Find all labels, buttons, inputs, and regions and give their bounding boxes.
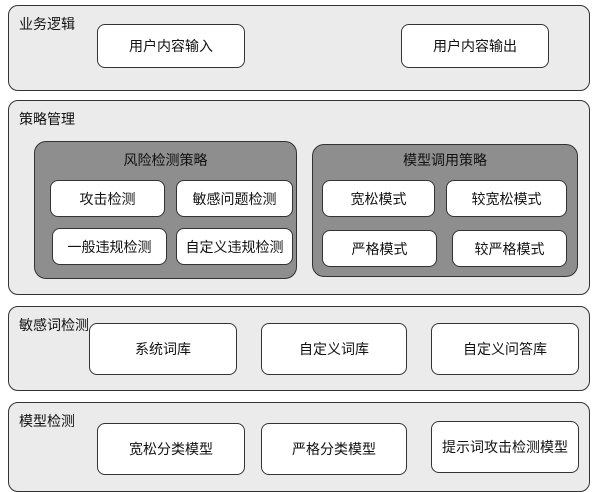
layer-title: 策略管理 [19, 112, 75, 128]
fairly-loose-mode: 较宽松模式 [446, 180, 567, 217]
model-invocation-strategy-group: 模型调用策略 宽松模式 较宽松模式 严格模式 较严格模式 [312, 144, 578, 277]
fairly-strict-mode: 较严格模式 [452, 230, 567, 267]
business-logic-layer: 业务逻辑 用户内容输入 用户内容输出 [8, 5, 590, 91]
attack-detection: 攻击检测 [50, 180, 165, 217]
risk-detection-strategy-group: 风险检测策略 攻击检测 敏感问题检测 一般违规检测 自定义违规检测 [34, 141, 297, 279]
custom-qa-library: 自定义问答库 [431, 323, 579, 375]
sensitive-question-detection: 敏感问题检测 [176, 180, 293, 217]
layer-title: 敏感词检测 [19, 318, 89, 334]
prompt-attack-detection-model: 提示词攻击检测模型 [431, 421, 579, 473]
user-content-output: 用户内容输出 [401, 24, 549, 68]
system-lexicon: 系统词库 [89, 323, 237, 375]
custom-lexicon: 自定义词库 [261, 323, 407, 375]
model-detection-layer: 模型检测 宽松分类模型 严格分类模型 提示词攻击检测模型 [8, 402, 590, 492]
custom-violation-detection: 自定义违规检测 [176, 228, 293, 265]
loose-mode: 宽松模式 [322, 180, 435, 217]
strict-mode: 严格模式 [322, 230, 437, 267]
group-title: 风险检测策略 [123, 153, 208, 169]
loose-classification-model: 宽松分类模型 [97, 423, 245, 475]
layer-title: 业务逻辑 [19, 17, 75, 33]
group-title: 模型调用策略 [403, 153, 487, 169]
layer-title: 模型检测 [19, 414, 75, 430]
user-content-input: 用户内容输入 [97, 24, 245, 68]
sensitive-word-detection-layer: 敏感词检测 系统词库 自定义词库 自定义问答库 [8, 306, 590, 391]
general-violation-detection: 一般违规检测 [52, 228, 167, 265]
strict-classification-model: 严格分类模型 [261, 423, 407, 475]
strategy-management-layer: 策略管理 风险检测策略 攻击检测 敏感问题检测 一般违规检测 自定义违规检测 模… [8, 100, 590, 295]
